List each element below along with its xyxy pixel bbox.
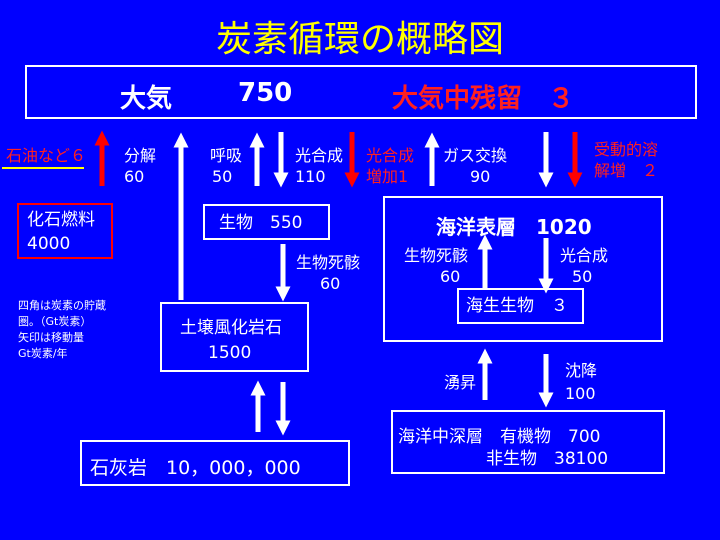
deep-ocean-line2: 非生物 38100 <box>486 449 609 469</box>
passive-dissolution-value: 解増 ２ <box>594 161 659 180</box>
legend-note-line: Gt炭素/年 <box>18 347 68 360</box>
surface-ocean-box <box>383 196 663 342</box>
ocean-photosynthesis-value: 50 <box>572 267 593 286</box>
atmosphere-value: 750 <box>238 78 293 108</box>
dead-biota-value: 60 <box>320 274 341 293</box>
oil-label: 石油など６ <box>6 146 87 165</box>
surface-ocean-label: 海洋表層 1020 <box>436 215 592 239</box>
fossil-fuel-value: 4000 <box>27 234 71 254</box>
dead-biota-label: 生物死骸 <box>296 253 361 272</box>
deep-ocean-line1: 海洋中深層 有機物 700 <box>398 427 601 447</box>
respiration-value: 50 <box>212 167 233 186</box>
biota-label: 生物 550 <box>219 213 303 233</box>
legend-note-line: 矢印は移動量 <box>18 331 84 344</box>
photosynthesis-increase-value: 増加1 <box>366 167 409 186</box>
soil-name: 土壌風化岩石 <box>180 318 282 338</box>
gas-exchange-value: 90 <box>470 167 491 186</box>
deep-ocean-box <box>391 410 665 474</box>
page-title: 炭素循環の概略図 <box>215 19 504 60</box>
legend-note-line: 圏。（Gt炭素） <box>18 315 92 328</box>
respiration-label: 呼吸 <box>210 146 243 165</box>
atmosphere-residual: 大気中残留 ３ <box>392 84 575 114</box>
limestone-label: 石灰岩 10，000，000 <box>90 457 301 479</box>
sinking-value: 100 <box>565 384 596 403</box>
legend-note-line: 四角は炭素の貯蔵 <box>18 299 106 312</box>
ocean-photosynthesis-label: 光合成 <box>560 246 609 265</box>
photosynthesis-value: 110 <box>295 167 326 186</box>
legend-note: 四角は炭素の貯蔵 圏。（Gt炭素） 矢印は移動量 Gt炭素/年 <box>18 298 106 362</box>
soil-box <box>160 302 309 372</box>
atmosphere-name: 大気 <box>120 84 173 114</box>
decomposition-value: 60 <box>124 167 145 186</box>
fossil-fuel-name: 化石燃料 <box>27 210 95 230</box>
decomposition-label: 分解 <box>124 146 157 165</box>
sinking-label: 沈降 <box>565 361 598 380</box>
ocean-dead-value: 60 <box>440 267 461 286</box>
passive-dissolution-label: 受動的溶 <box>594 140 659 159</box>
biota-box <box>203 204 330 240</box>
ocean-dead-label: 生物死骸 <box>404 246 469 265</box>
marine-biota-box <box>457 288 584 324</box>
fossil-fuel-box <box>17 203 113 259</box>
atmosphere-box <box>25 65 697 119</box>
soil-value: 1500 <box>208 343 252 363</box>
limestone-box <box>80 440 350 486</box>
gas-exchange-label: ガス交換 <box>443 146 508 165</box>
upwelling-label: 湧昇 <box>444 373 477 392</box>
photosynthesis-label: 光合成 <box>295 146 344 165</box>
marine-biota-label: 海生生物 ３ <box>466 296 568 316</box>
photosynthesis-increase-label: 光合成 <box>366 146 415 165</box>
